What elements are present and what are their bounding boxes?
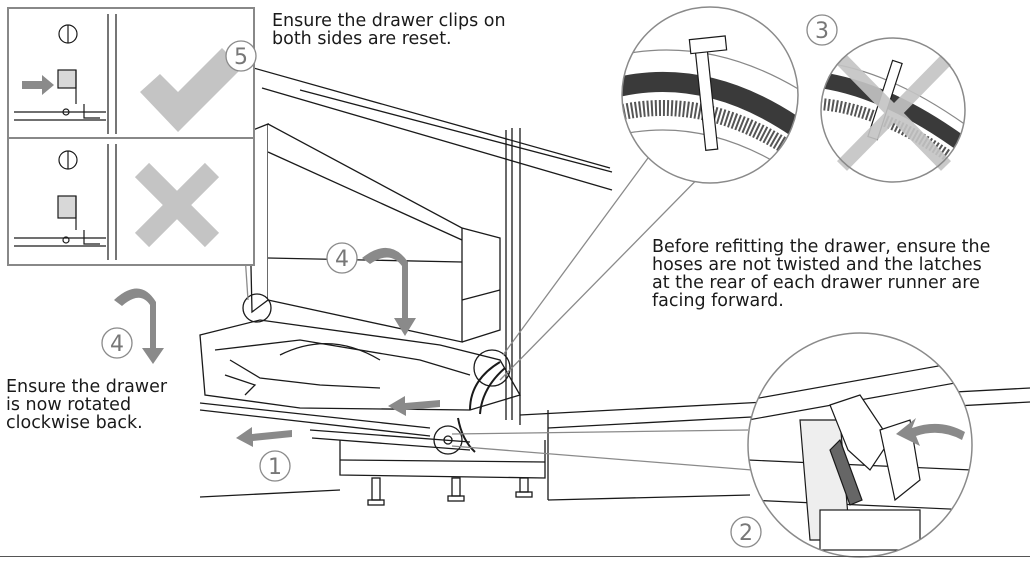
rotate-arrow-left-icon xyxy=(114,288,164,364)
push-arrow-icon xyxy=(22,75,54,95)
step-labels: 5 3 4 4 1 2 xyxy=(110,19,829,546)
step-5-label: 5 xyxy=(234,45,248,70)
rotate-back-instruction: Ensure the drawer is now rotated clockwi… xyxy=(6,377,168,433)
motion-arrows xyxy=(114,247,440,447)
refit-instruction: Before refitting the drawer, ensure the … xyxy=(652,237,991,311)
cross-mark-icon xyxy=(134,162,220,248)
clip-reset-inset xyxy=(7,7,255,266)
step-4-center-marker xyxy=(326,242,358,274)
step-2-label: 2 xyxy=(739,521,753,546)
rotate-latch-arrow-icon xyxy=(896,418,965,446)
bottom-divider xyxy=(0,556,1030,557)
step-4-left-marker xyxy=(101,327,133,359)
clip-correct-panel xyxy=(14,14,117,134)
step-2-marker xyxy=(730,516,762,548)
check-mark-icon xyxy=(140,48,242,132)
hose-correct-detail xyxy=(621,6,799,184)
clip-incorrect-panel xyxy=(14,144,117,260)
rotate-arrow-center-icon xyxy=(362,247,416,336)
step-1-label: 1 xyxy=(268,455,282,480)
latch-detail xyxy=(747,332,973,558)
pull-out-arrow-icon xyxy=(236,427,292,447)
clips-reset-instruction: Ensure the drawer clips on both sides ar… xyxy=(272,11,506,49)
hose-incorrect-detail xyxy=(820,37,966,183)
step-markers xyxy=(101,14,838,548)
slide-arrow-icon xyxy=(388,396,440,416)
cross-mark-icon xyxy=(837,55,951,171)
step-1-marker xyxy=(259,450,291,482)
step-5-marker xyxy=(225,40,257,72)
step-4-left-label: 4 xyxy=(110,332,124,357)
step-3-label: 3 xyxy=(815,19,829,44)
step-4-center-label: 4 xyxy=(335,247,349,272)
step-3-marker xyxy=(806,14,838,46)
